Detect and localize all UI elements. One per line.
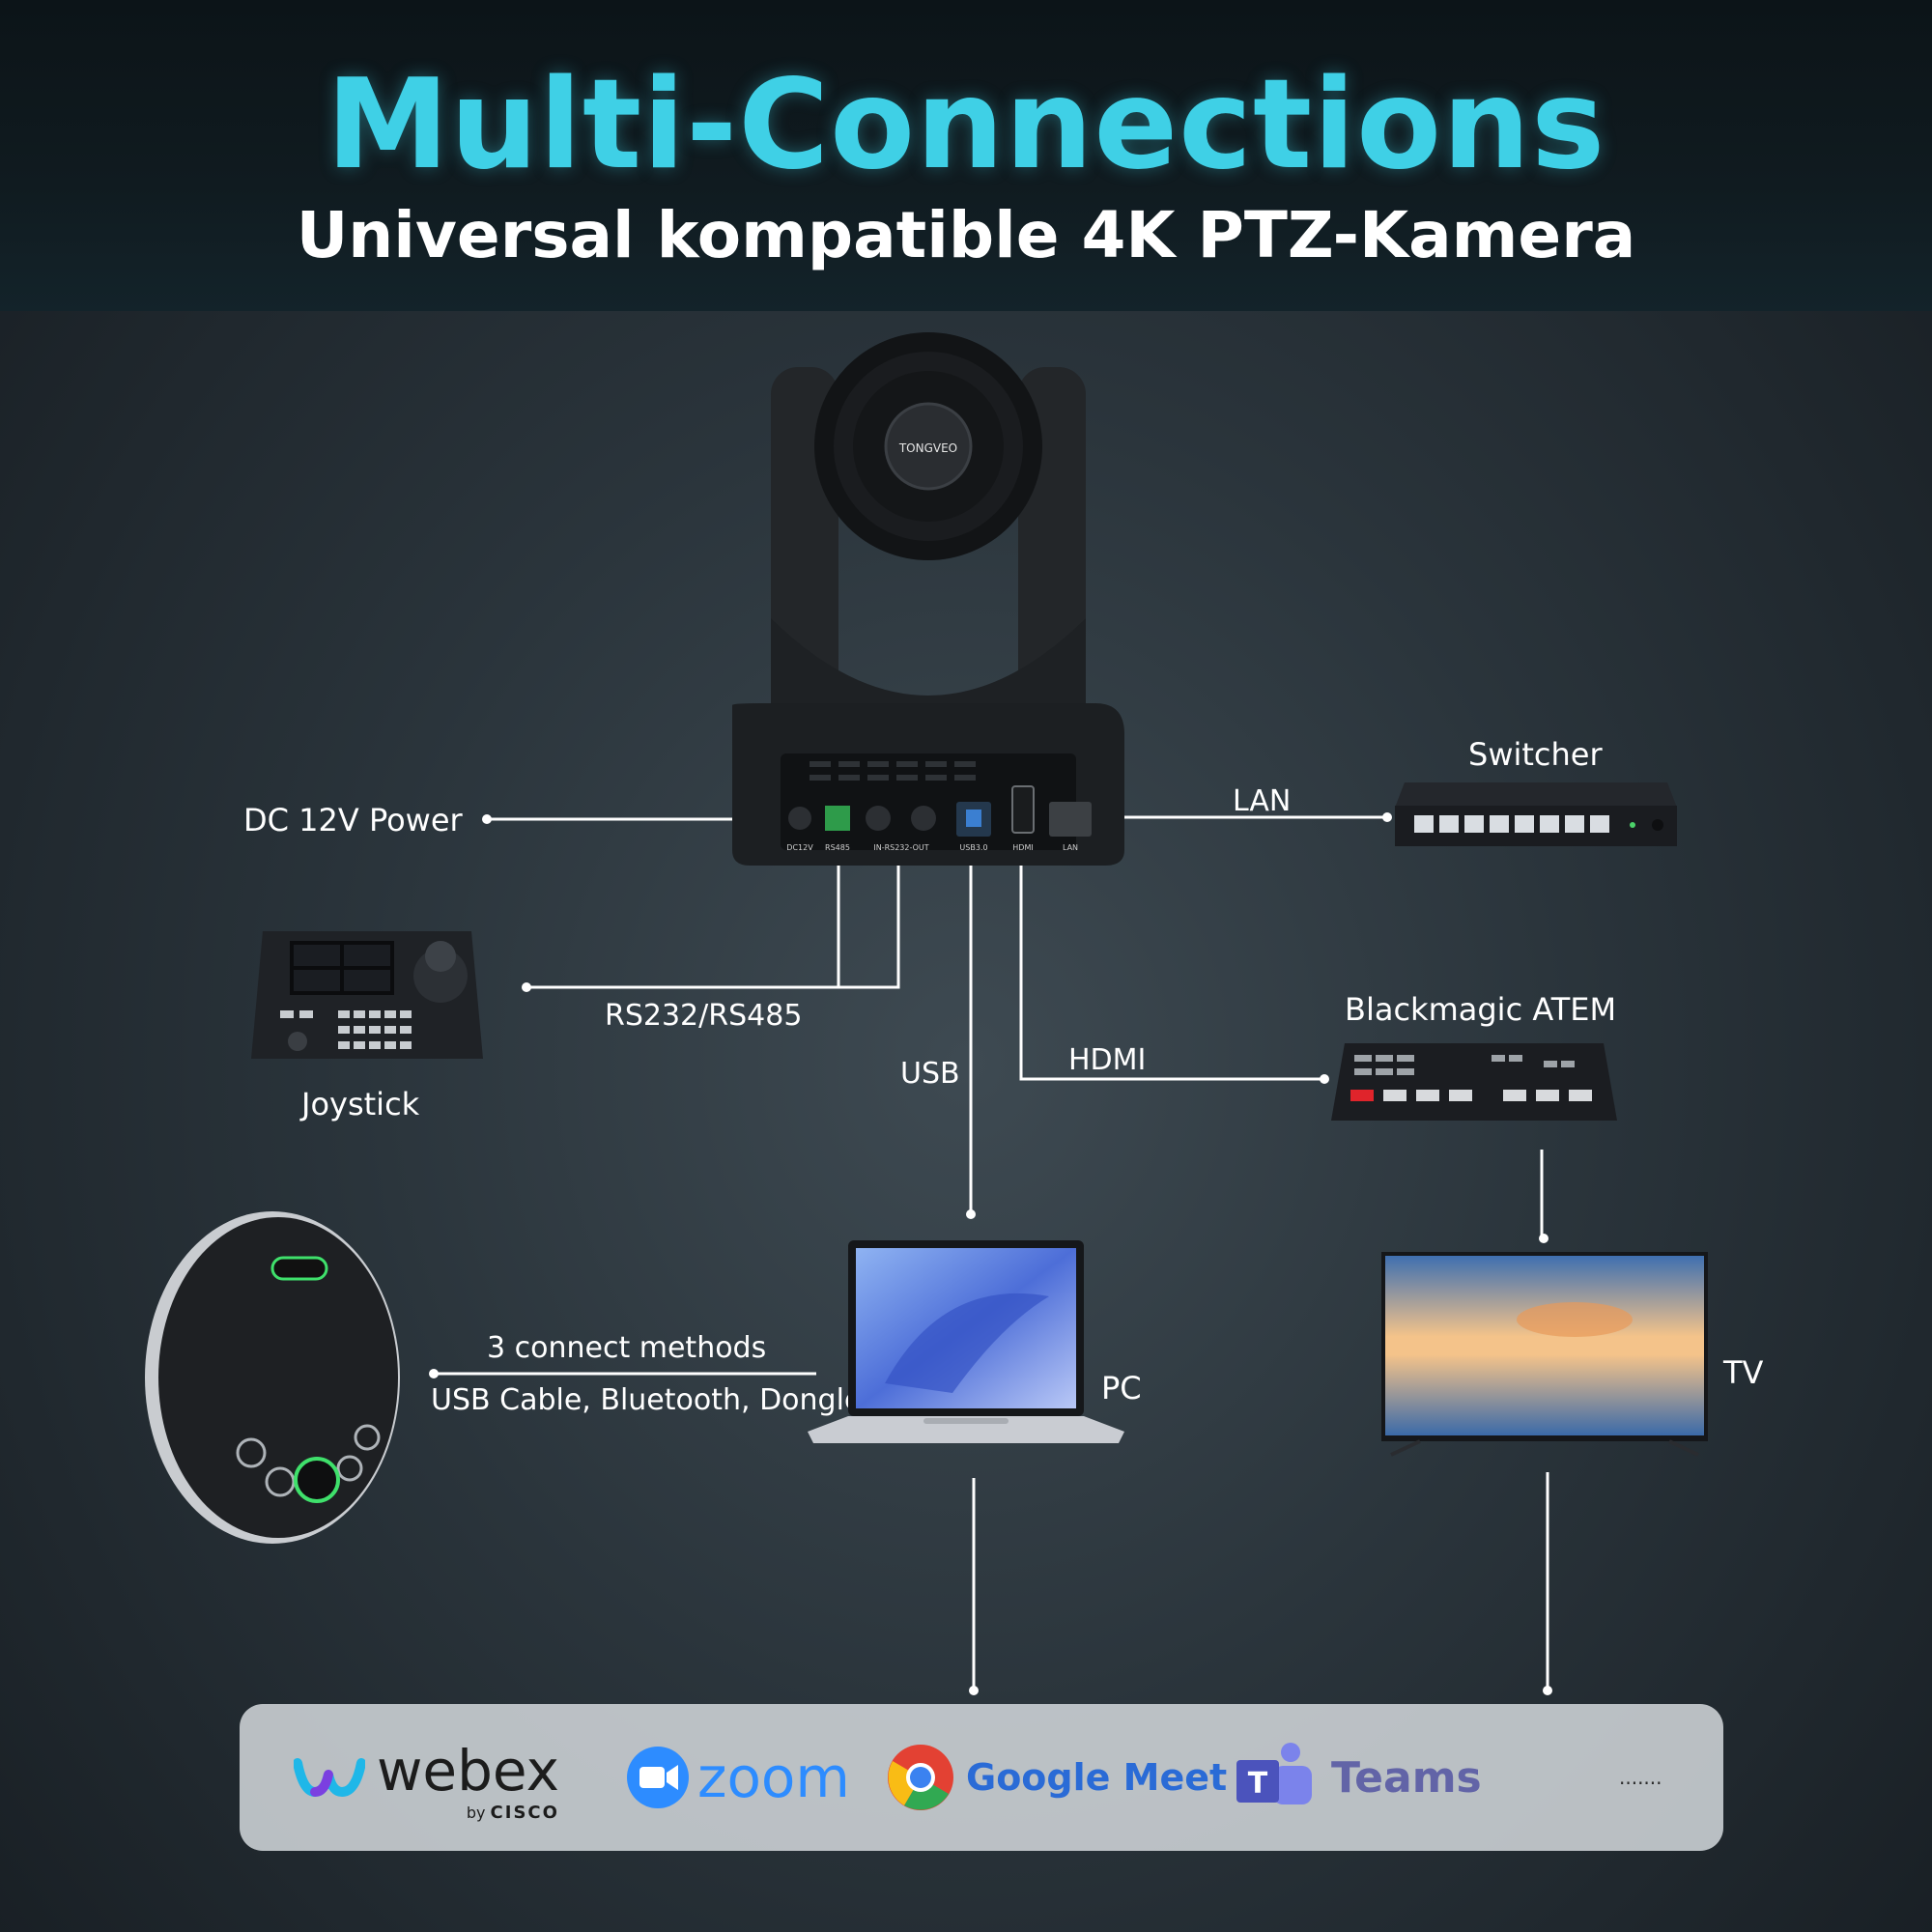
svg-text:T: T xyxy=(1248,1767,1268,1801)
power-label: DC 12V Power xyxy=(243,802,463,838)
hdmi-line xyxy=(1019,858,1324,1081)
google-meet-name: Google Meet xyxy=(966,1756,1228,1799)
svg-text:DC12V: DC12V xyxy=(786,843,813,852)
connect-methods-list: USB Cable, Bluetooth, Dongle xyxy=(431,1383,863,1417)
svg-text:USB3.0: USB3.0 xyxy=(959,843,987,852)
connect-methods-title: 3 connect methods xyxy=(487,1331,767,1365)
svg-text:LAN: LAN xyxy=(1063,843,1078,852)
joystick-controller xyxy=(251,927,483,1063)
rs-line-loop xyxy=(837,858,900,989)
ptz-camera: TONGVEO DC12V RS485 IN-RS232-OUT USB3.0 … xyxy=(703,328,1153,869)
page-title: Multi-Connections xyxy=(326,53,1606,197)
rs-label: RS232/RS485 xyxy=(605,999,803,1033)
blackmagic-atem xyxy=(1331,1041,1617,1124)
tv-label: TV xyxy=(1723,1354,1764,1391)
header-banner xyxy=(0,0,1932,311)
usb-label: USB xyxy=(900,1057,960,1091)
app-teams: T Teams xyxy=(1235,1704,1482,1851)
app-zoom: zoom xyxy=(626,1704,850,1851)
chrome-icon xyxy=(888,1745,953,1810)
app-more: ....... xyxy=(1619,1704,1662,1851)
television xyxy=(1381,1252,1708,1459)
switcher-label: Switcher xyxy=(1468,736,1603,773)
teams-icon: T xyxy=(1236,1743,1312,1804)
hdmi-label: HDMI xyxy=(1068,1043,1147,1077)
laptop-pc xyxy=(808,1238,1124,1457)
apps-bar: webex by CISCO zoom Google Meet xyxy=(240,1704,1723,1851)
svg-text:TONGVEO: TONGVEO xyxy=(898,441,957,455)
svg-text:RS485: RS485 xyxy=(825,843,850,852)
pc-label: PC xyxy=(1101,1370,1142,1406)
atem-label: Blackmagic ATEM xyxy=(1345,991,1617,1028)
zoom-name: zoom xyxy=(697,1745,850,1810)
webex-name: webex xyxy=(377,1738,559,1804)
svg-text:IN-RS232-OUT: IN-RS232-OUT xyxy=(873,843,928,852)
network-switcher xyxy=(1393,779,1679,850)
teams-name: Teams xyxy=(1331,1752,1482,1803)
webex-by: by xyxy=(466,1804,486,1822)
joystick-label: Joystick xyxy=(301,1086,420,1122)
svg-text:HDMI: HDMI xyxy=(1012,843,1033,852)
more-apps: ....... xyxy=(1619,1766,1662,1789)
zoom-icon xyxy=(627,1747,689,1808)
app-webex: webex by CISCO xyxy=(294,1704,559,1851)
lan-label: LAN xyxy=(1233,784,1292,818)
webex-cisco: CISCO xyxy=(490,1803,559,1823)
app-google-meet: Google Meet xyxy=(887,1704,1227,1851)
page-subtitle: Universal kompatible 4K PTZ-Kamera xyxy=(296,198,1636,272)
speakerphone xyxy=(137,1208,408,1548)
webex-icon xyxy=(294,1758,365,1798)
